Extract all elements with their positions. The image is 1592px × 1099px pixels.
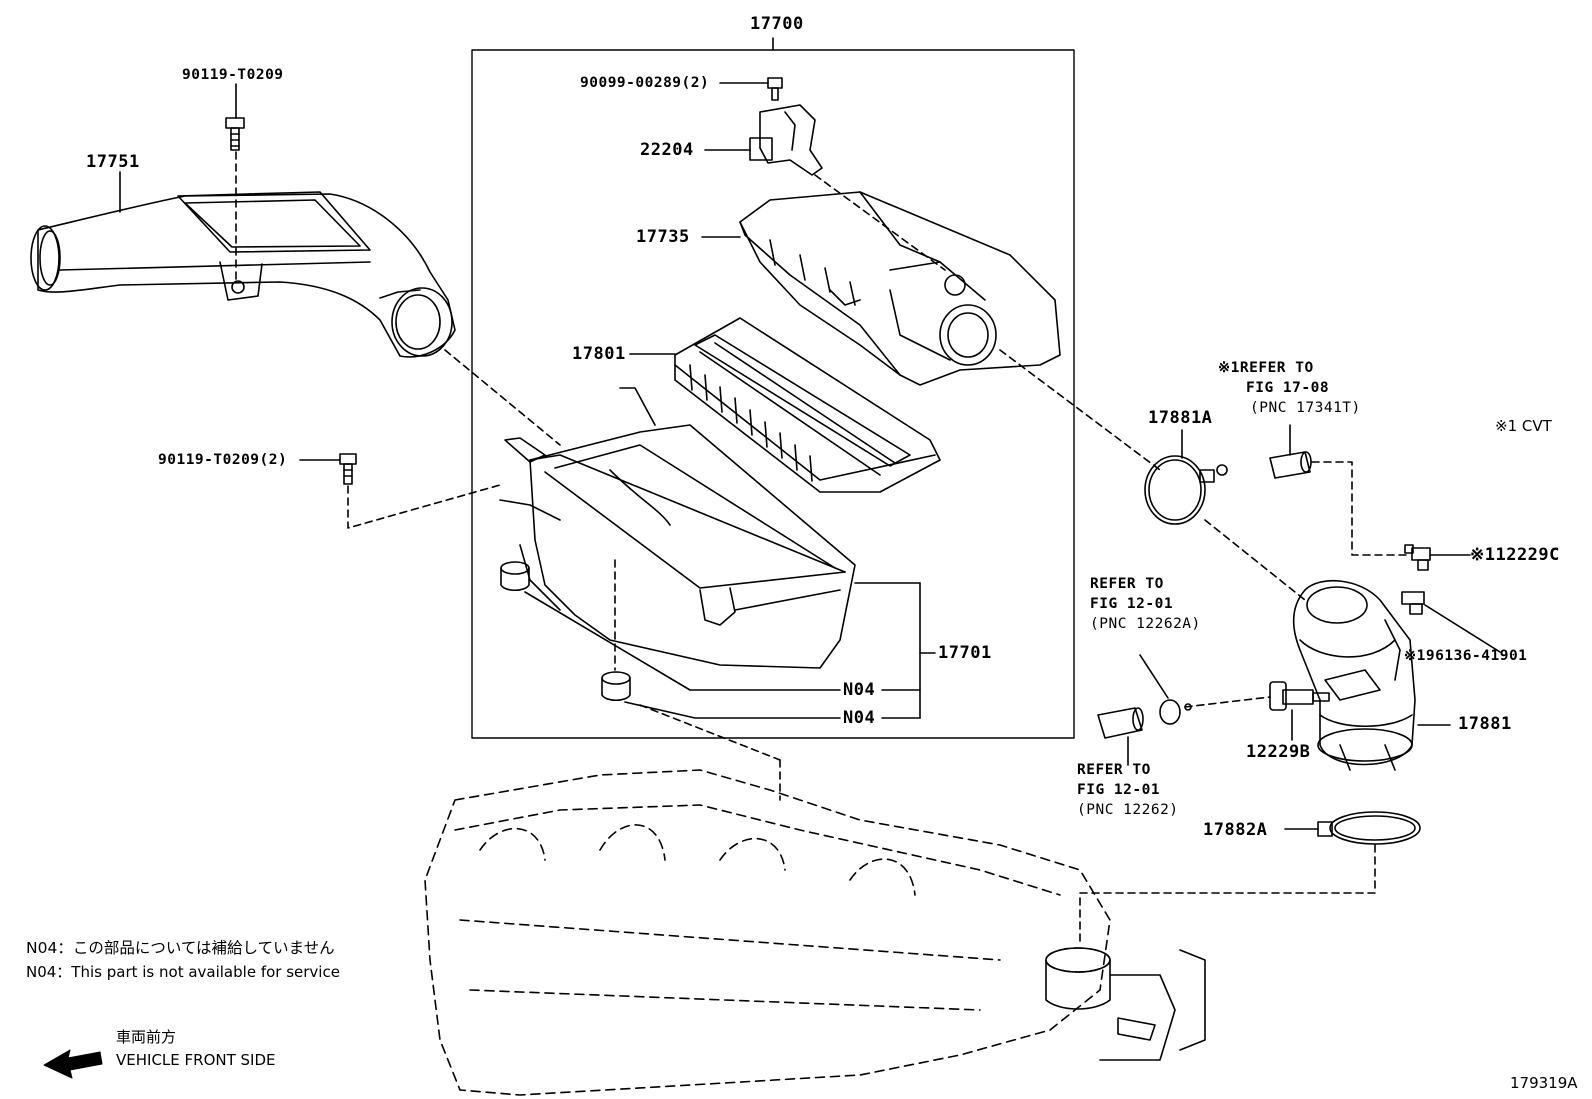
label-pipe-union[interactable]: 12229B: [1246, 742, 1311, 762]
ref-line: FIG 12-01: [1077, 782, 1161, 798]
inlet-hose-drawing: [30, 191, 456, 358]
note-n04-jp: N04：この部品については補給していません: [26, 939, 335, 957]
bolt-side-drawing: [339, 453, 357, 485]
airflow-sensor-drawing: [749, 104, 823, 176]
label-n04-b[interactable]: N04: [843, 708, 876, 728]
screw-drawing: [767, 77, 783, 101]
ref-line: ※1REFER TO: [1218, 360, 1314, 376]
label-assembly[interactable]: 17700: [750, 14, 804, 34]
label-n04-a[interactable]: N04: [843, 680, 876, 700]
ref-line: FIG 12-01: [1090, 596, 1174, 612]
front-arrow-icon: [43, 1049, 103, 1079]
clamp-a-drawing: [1144, 455, 1228, 525]
ref-line: REFER TO: [1090, 576, 1164, 592]
label-clamp-b[interactable]: 17882A: [1203, 820, 1268, 840]
air-filter-element-drawing: [674, 317, 941, 493]
note-front-en: VEHICLE FRONT SIDE: [116, 1051, 276, 1069]
label-cvt-note: ※1 CVT: [1495, 417, 1552, 435]
note-front-jp: 車両前方: [116, 1028, 177, 1046]
label-screw-top[interactable]: 90099-00289(2): [580, 75, 710, 91]
label-clamp-a[interactable]: 17881A: [1148, 408, 1213, 428]
clamp-b-drawing: [1317, 811, 1421, 845]
grommet-drawing: [1159, 699, 1192, 725]
note-n04-en: N04：This part is not available for servi…: [26, 963, 340, 981]
label-hose-outlet[interactable]: 17881: [1458, 714, 1512, 734]
pipe-12262-drawing: [1097, 707, 1144, 739]
mount-a-drawing: [500, 561, 530, 592]
label-element[interactable]: 17801: [572, 344, 626, 364]
mount-b-drawing: [601, 671, 631, 702]
vsv-sensor-drawing: [1401, 591, 1425, 615]
ref-12262a[interactable]: REFER TO FIG 12-01 (PNC 12262A): [1090, 574, 1201, 634]
ref-line: (PNC 12262A): [1090, 616, 1201, 632]
label-bolt-side[interactable]: 90119-T0209(2): [158, 452, 288, 468]
label-sensor[interactable]: 22204: [640, 140, 694, 160]
pipe-union-drawing: [1269, 681, 1330, 711]
ref-12262[interactable]: REFER TO FIG 12-01 (PNC 12262): [1077, 760, 1179, 820]
label-bolt-top[interactable]: 90119-T0209: [182, 67, 284, 83]
label-hose-inlet[interactable]: 17751: [86, 152, 140, 172]
air-cleaner-cap-drawing: [739, 191, 1061, 386]
vsv-c-drawing: [1404, 544, 1431, 571]
pipe-17341t-drawing: [1269, 451, 1312, 479]
ref-line: FIG 17-08: [1246, 380, 1330, 396]
label-vsv-c[interactable]: ※112229C: [1470, 545, 1560, 565]
air-cleaner-case-drawing: [499, 387, 856, 669]
engine-outline-drawing: [424, 769, 1111, 1096]
label-vsv-sensor[interactable]: ※196136-41901: [1404, 648, 1528, 664]
outlet-hose-drawing: [1292, 579, 1416, 771]
ref-line: (PNC 17341T): [1250, 400, 1361, 416]
label-cap[interactable]: 17735: [636, 227, 690, 247]
ref-line: REFER TO: [1077, 762, 1151, 778]
throttle-body-drawing: [1045, 947, 1206, 1061]
ref-17341t[interactable]: ※1REFER TO FIG 17-08 (PNC 17341T): [1218, 358, 1361, 418]
label-case[interactable]: 17701: [938, 643, 992, 663]
ref-line: (PNC 12262): [1077, 802, 1179, 818]
bolt-top-drawing: [225, 117, 245, 151]
diagram-id: 179319A: [1510, 1074, 1578, 1092]
